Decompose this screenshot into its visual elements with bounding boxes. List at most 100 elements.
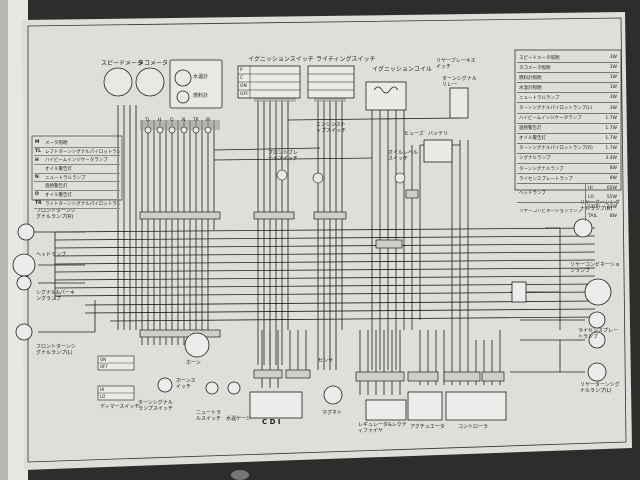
- spec-watt: 1W: [609, 85, 617, 91]
- spec-watt: 1.7W: [605, 125, 617, 131]
- license-lamp-label: ライセンスプレートランプ: [578, 328, 618, 340]
- spec-row-rear: リヤーコンビネーションランプ STOP 23W TAIL 8W: [517, 203, 619, 222]
- spec-name: オイル警告灯: [519, 136, 546, 142]
- spec-watt: 3W: [609, 95, 617, 101]
- front-brake-switch-label: フロントブレーキスイッチ: [268, 150, 299, 162]
- key-p: P: [240, 68, 243, 73]
- spec-tail-watt: 8W: [609, 214, 617, 220]
- spec-name: 過熱警告灯: [519, 126, 542, 132]
- sw-on-label: ON: [100, 357, 107, 362]
- rear-brake-switch-label: リヤーブレーキスイッチ: [436, 58, 476, 70]
- spec-row: スピードメータ照明 3W: [517, 53, 619, 64]
- meter-code-h: H: [158, 118, 162, 123]
- dimmer-switch-label: ディマースイッチ: [100, 404, 140, 410]
- headlamp-label: ヘッドランプ: [36, 252, 66, 258]
- ignition-coil-label: イグニッションコイル: [372, 66, 432, 73]
- oil-level-switch-label: オイルレベルスイッチ: [388, 150, 419, 162]
- fuse-label: ヒューズ: [404, 131, 424, 137]
- spec-name: ニュートラルランプ: [519, 95, 560, 101]
- spec-row: ターンシグナルパイロットランプ(R) 1.7W: [517, 144, 619, 154]
- sw-off-label: OFF: [100, 364, 108, 369]
- front-turn-signal-r-label: フロントターンシグナルランプ(R): [36, 208, 76, 220]
- turn-parking-lamp-label: シグナル&パーキングランプ: [36, 290, 75, 302]
- spec-name: 水温計照明: [519, 85, 542, 91]
- indicator-code: TL: [35, 149, 41, 155]
- meter-code-tr: TR: [193, 118, 199, 123]
- spec-hi: HI: [588, 186, 593, 192]
- actuator-label: アクチュエータ: [410, 424, 445, 430]
- spec-row: ターンシグナルパイロットランプ(L)3W: [517, 103, 619, 114]
- regulator-label: レギュレータ&レクティファイヤ: [358, 422, 407, 434]
- spec-stop: STOP: [588, 205, 600, 211]
- spec-rear-sub: STOP 23W TAIL 8W: [585, 203, 619, 222]
- lighting-switch-label: ライティングスイッチ: [316, 56, 376, 63]
- spec-watt: 1.7W: [605, 115, 617, 121]
- spec-stop-watt: 23W: [606, 205, 617, 211]
- spec-name: ターンシグナルパイロットランプ(R): [519, 146, 593, 152]
- key-c: C: [240, 76, 244, 81]
- indicator-name: 過熱警告灯: [45, 184, 68, 190]
- spec-row: ニュートラルランプ 3W: [517, 93, 619, 104]
- rear-combination-lamp-label: リヤーコンビネーションランプ: [570, 262, 620, 274]
- meter-code-o: O: [170, 118, 174, 123]
- spec-row: シグナルランプ 3.4W: [517, 154, 619, 165]
- horn-switch-label: ホーンスイッチ: [176, 378, 196, 390]
- spec-watt: 1W: [609, 75, 617, 81]
- indicator-name: オイル警告灯: [45, 166, 72, 172]
- indicator-legend-row: 過熱警告灯: [34, 182, 120, 192]
- battery-label: バッテリ: [428, 131, 449, 137]
- spec-rear-name: リヤーコンビネーションランプ: [519, 209, 582, 215]
- indicator-code: N: [35, 175, 39, 181]
- spec-watt: 3W: [609, 65, 617, 71]
- spec-watt: 8W: [609, 176, 617, 182]
- indicator-code: M: [35, 140, 40, 146]
- controller-label: コントローラ: [458, 424, 489, 430]
- ignition-switch-label: イグニッションスイッチ: [248, 56, 314, 63]
- spec-watt: 1.7W: [605, 145, 617, 151]
- magneto-label: マグネト: [322, 410, 343, 416]
- engine-stop-switch-label: エンジンストップスイッチ: [316, 122, 347, 134]
- sensor-label: センサ: [318, 358, 334, 364]
- indicator-legend-row: オイル警告灯: [34, 165, 120, 174]
- key-on: ON: [240, 84, 247, 89]
- spec-watt: 3W: [609, 55, 617, 61]
- indicator-name: ハイビームインジケータランプ: [45, 158, 108, 164]
- spec-row: ライセンスプレートランプ 8W: [517, 174, 619, 185]
- spec-name: シグナルランプ: [519, 156, 551, 162]
- spec-lo-watt: 55W: [606, 195, 617, 201]
- spec-name: ターンシグナルランプ: [519, 166, 564, 172]
- indicator-legend-row: O オイル警告灯: [34, 191, 120, 200]
- indicator-name: オイル警告灯: [45, 192, 72, 198]
- water-temp-meter-label: 水温計: [193, 74, 209, 80]
- indicator-code: O: [35, 192, 39, 198]
- meter-code-tl: TL: [145, 118, 151, 123]
- spec-headlamp-name: ヘッドランプ: [519, 191, 546, 197]
- sw-lo-label: LO: [100, 394, 106, 399]
- spec-tail: TAIL: [588, 214, 598, 220]
- indicator-name: ニュートラルランプ: [45, 175, 86, 181]
- speedometer-label: スピードメータ: [101, 60, 144, 67]
- indicator-code: TR: [35, 201, 42, 207]
- spec-name: ライセンスプレートランプ: [519, 176, 573, 182]
- spec-lo: LO: [588, 195, 594, 201]
- indicator-legend-row: N ニュートラルランプ: [34, 174, 120, 183]
- spec-name: スピードメータ照明: [519, 55, 560, 61]
- meter-code-m: M: [206, 118, 210, 123]
- rear-turn-signal-l-label: リヤーターンシグナルランプ(L): [580, 382, 620, 394]
- spec-name: タコメータ照明: [519, 65, 551, 71]
- spec-row: 水温計照明 1W: [517, 83, 619, 94]
- spec-name: ハイビームインジケータランプ: [519, 116, 582, 122]
- spec-row: タコメータ照明 3W: [517, 63, 619, 74]
- spec-watt: 3.4W: [605, 155, 617, 161]
- cdi-label: C D I: [262, 418, 281, 426]
